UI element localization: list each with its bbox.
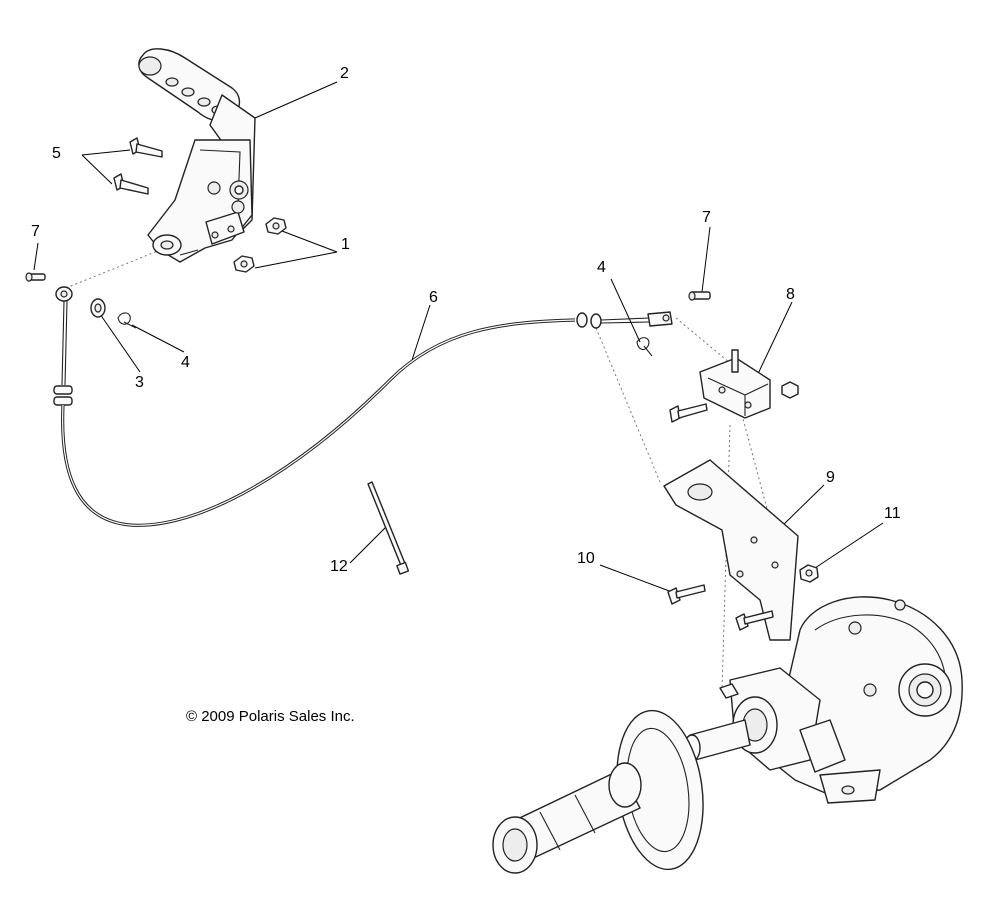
clip-left [117,312,137,329]
callout-7-left: 7 [31,223,40,240]
bolts-part-10 [667,584,774,631]
hand-brake-lever [138,48,256,263]
callout-12: 12 [330,558,348,575]
callout-2: 2 [340,65,349,82]
leader-lines [33,81,884,593]
washer-part-3 [90,298,106,318]
bolts-part-5 [113,137,163,195]
copyright-notice: © 2009 Polaris Sales Inc. [186,708,355,725]
caliper-part-8 [669,349,799,423]
propshaft [492,762,642,874]
clip-right [636,337,653,357]
callout-6: 6 [429,289,438,306]
callout-3: 3 [135,374,144,391]
clevis-pin-left [25,272,46,282]
callout-7-right: 7 [702,209,711,226]
callout-4-left: 4 [181,354,190,371]
callout-1: 1 [341,236,350,253]
nuts-part-1 [233,217,287,273]
brake-cable [53,286,673,527]
clevis-pin-right [688,291,711,301]
callout-10: 10 [577,550,595,567]
nut-part-11 [799,564,819,583]
gearcase [683,596,963,804]
cable-tie-part-12 [367,481,410,575]
mounting-bracket-part-9 [663,459,799,641]
callout-8: 8 [786,286,795,303]
callout-5: 5 [52,145,61,162]
callout-4-right: 4 [597,259,606,276]
alignment-lines [65,237,791,691]
callout-11: 11 [884,505,901,522]
callout-9: 9 [826,469,835,486]
